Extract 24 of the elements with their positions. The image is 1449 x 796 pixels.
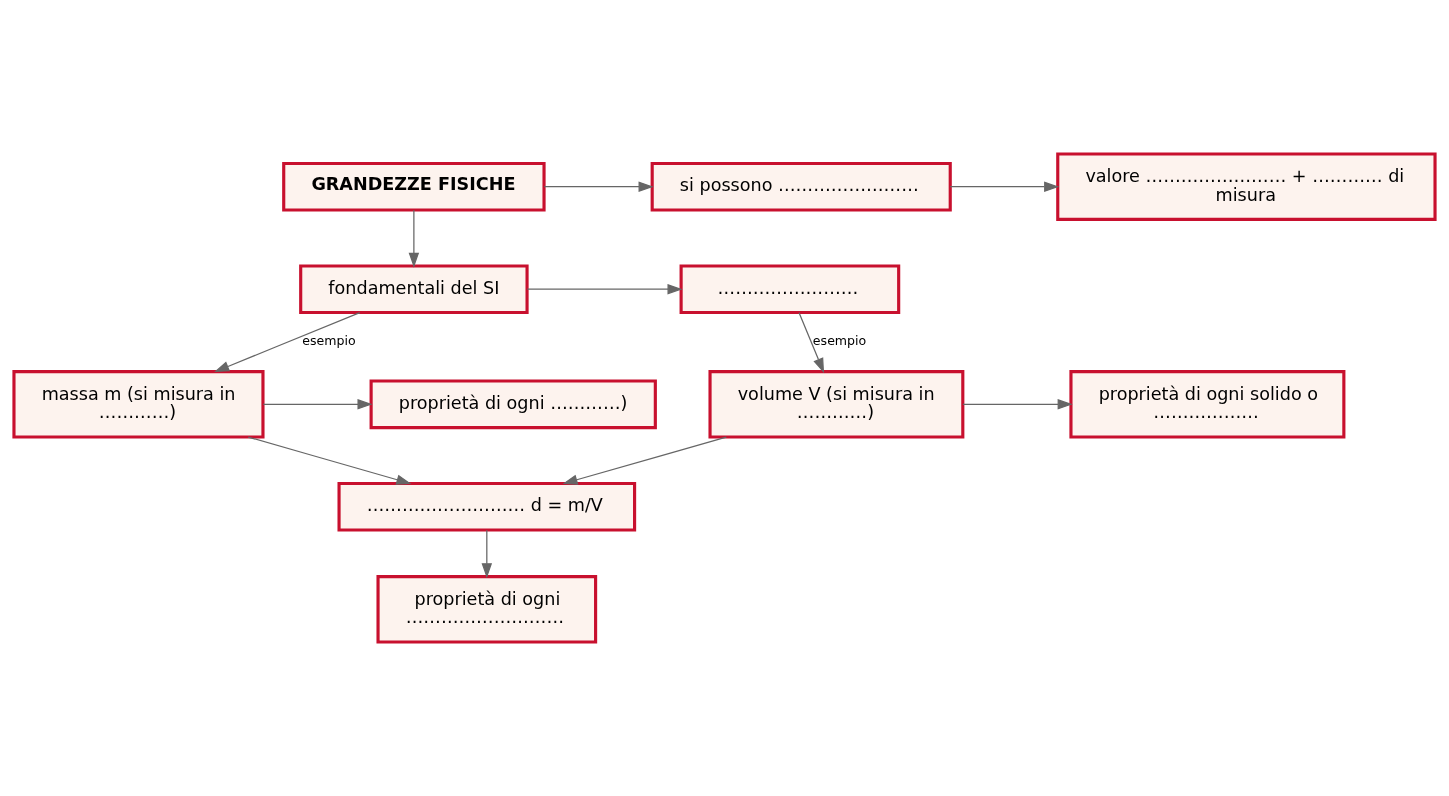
arrow <box>481 529 493 579</box>
node-box: valore …………………… + ………… di misura <box>1056 152 1437 221</box>
arrow <box>408 209 420 268</box>
arrow <box>247 436 412 485</box>
arrow <box>962 399 1073 410</box>
node-box: si possono …………………… <box>650 161 952 212</box>
node-box: proprietà di ogni solido o ……………… <box>1069 370 1346 439</box>
edge-label: esempio <box>302 333 356 349</box>
node-box: proprietà di ogni ……………………… <box>376 575 598 644</box>
node-box: …………………… <box>679 264 901 315</box>
arrow <box>526 283 683 295</box>
arrow <box>949 181 1060 192</box>
node-box: GRANDEZZE FISICHE <box>282 161 546 212</box>
node-box: proprietà di ogni …………) <box>369 379 657 430</box>
arrow <box>562 436 727 485</box>
arrow <box>262 399 373 410</box>
arrow <box>543 181 654 192</box>
arrow <box>798 312 825 374</box>
node-box: volume V (si misura in …………) <box>708 370 965 439</box>
node-box: ……………………… d = m/V <box>337 481 637 532</box>
arrow <box>214 311 361 373</box>
edge-label: esempio <box>812 333 867 349</box>
node-box: massa m (si misura in …………) <box>12 370 265 439</box>
node-box: fondamentali del SI <box>299 264 529 315</box>
